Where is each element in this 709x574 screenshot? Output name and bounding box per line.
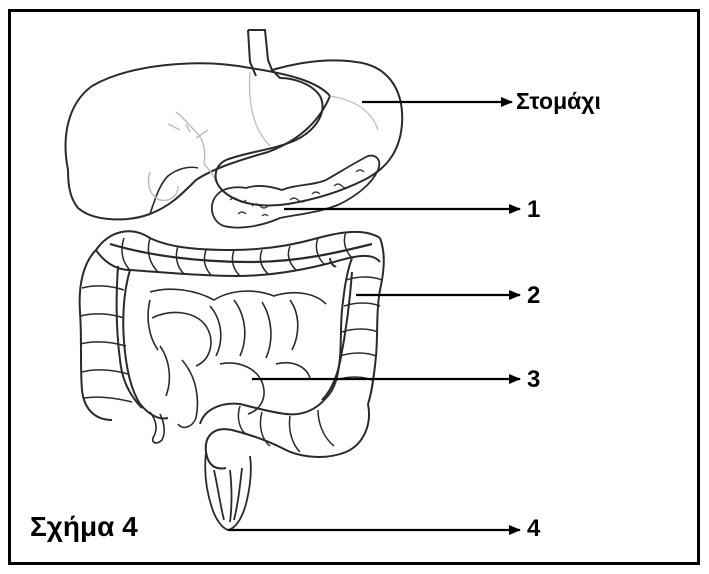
gallbladder — [148, 172, 178, 200]
label-4: 4 — [527, 517, 540, 541]
figure-caption: Σχήμα 4 — [30, 513, 138, 541]
stomach-inner-line — [250, 72, 378, 146]
transverse-colon — [96, 231, 380, 276]
rectum — [205, 452, 251, 530]
pancreas — [212, 156, 379, 228]
ascending-colon-vessel — [117, 266, 142, 408]
sigmoid-colon-haustra — [238, 406, 334, 452]
label-1: 1 — [527, 198, 540, 222]
label-stomach: Στομάχι — [516, 90, 601, 113]
label-3: 3 — [527, 368, 540, 392]
small-intestine — [148, 289, 326, 427]
ascending-colon — [80, 250, 168, 420]
liver-lobe-line — [150, 167, 198, 214]
label-2: 2 — [527, 284, 540, 308]
sigmoid-colon — [200, 398, 369, 468]
